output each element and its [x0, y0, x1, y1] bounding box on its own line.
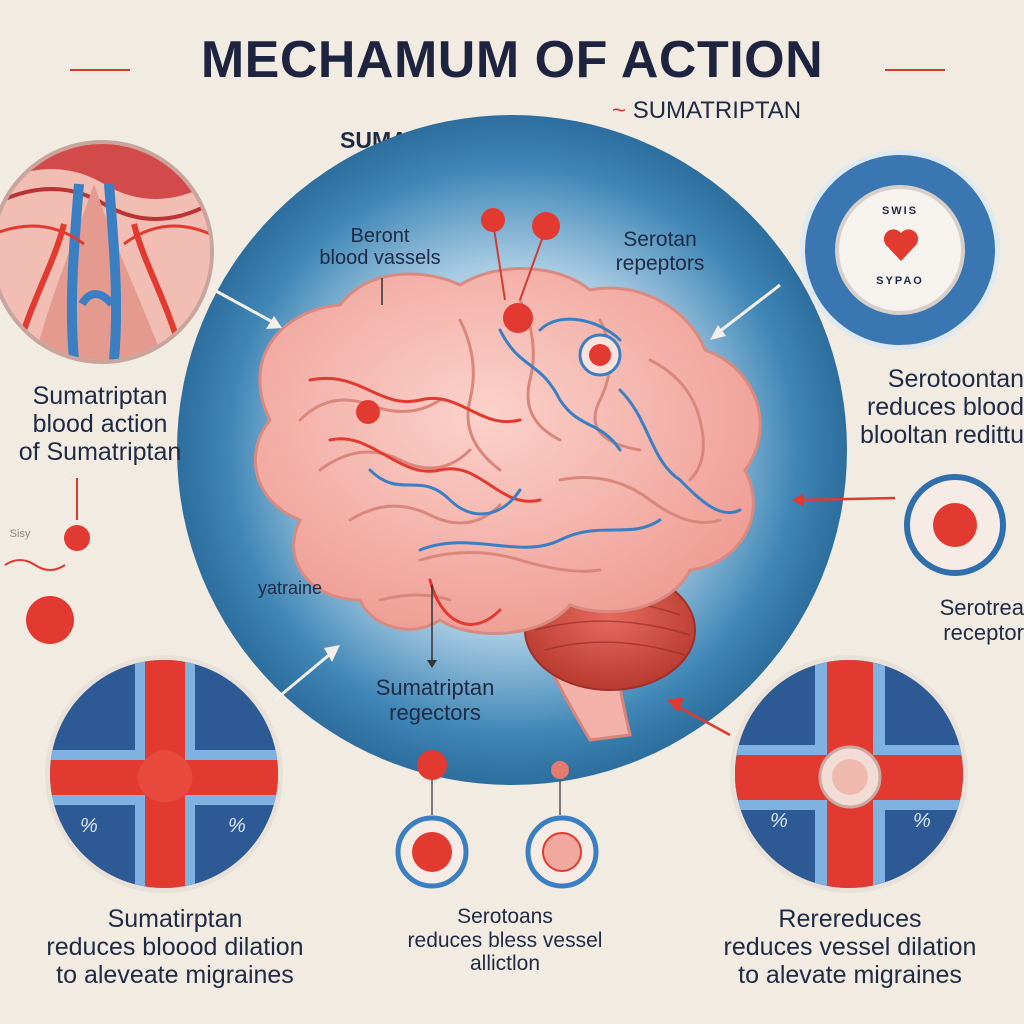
label-left-block: Sumatriptan blood action of Sumatriptan — [18, 382, 182, 466]
arrow-icon — [667, 697, 684, 712]
pin-dot-icon — [551, 761, 569, 779]
badge-bottom-text: SYPAO — [876, 275, 924, 287]
arrow-icon — [324, 645, 340, 662]
vessel-left-label-b: % — [228, 815, 246, 837]
label-right-block: Serotoontan reduces blood blooltan redit… — [859, 365, 1024, 449]
vessel-closeup-top-left — [0, 140, 214, 364]
pin-dot-icon — [417, 750, 447, 780]
pin-dot-icon — [481, 208, 505, 232]
receptor-dot-icon — [64, 525, 90, 551]
arrow-icon — [204, 283, 279, 327]
label-serotonin-receptors: Serotan repeptors — [615, 228, 705, 275]
label-serotrea-receptor: Serotrea receptor — [939, 596, 1024, 645]
subtitle-right: ~ SUMATRIPTAN — [612, 97, 801, 125]
vessel-right-label-a: % — [770, 810, 788, 832]
pill-badge: SWIS SYPAO — [835, 185, 965, 315]
vessel-right-label-b: % — [913, 810, 931, 832]
subtitle-right-text: SUMATRIPTAN — [632, 97, 802, 124]
label-migraine: yatraine — [257, 578, 323, 598]
pill-closeup-top-right: SWIS SYPAO — [800, 150, 1000, 350]
label-sumatriptan-receptors: Sumatriptan regectors — [375, 675, 495, 725]
receptor-dot-icon — [26, 596, 74, 644]
receptor-dot-icon — [356, 400, 380, 424]
brain-cerebrum — [253, 267, 762, 635]
caption-middle: Serotoans reduces bless vessel allictlon — [407, 905, 603, 976]
pin-dot-icon — [532, 212, 560, 240]
vessel-cross-bottom-left: % % — [45, 655, 283, 893]
subtitle-right-prefix: ~ — [612, 97, 627, 124]
receptor-dot-icon — [503, 303, 533, 333]
arrow-icon — [266, 316, 282, 329]
title-rule-right — [885, 69, 945, 71]
title-rule-left — [70, 69, 130, 71]
page-title: MECHAMUM OF ACTION — [200, 31, 824, 89]
caption-right: Rerereduces reduces vessel dilation to a… — [723, 905, 977, 989]
label-blood-vessels: Beront blood vassels — [319, 225, 441, 270]
heart-icon — [881, 225, 921, 265]
badge-top-text: SWIS — [881, 205, 919, 217]
arrow-icon — [710, 325, 726, 340]
vessel-cross-art — [735, 660, 963, 888]
vessel-left-label-a: % — [80, 815, 98, 837]
vessel-cross-art — [50, 660, 278, 888]
vessel-cross-bottom-right: % % — [730, 655, 968, 893]
caption-left: Sumatirptan reduces bloood dilation to a… — [46, 905, 304, 989]
arrow-icon — [792, 493, 804, 507]
label-left-small: Sisy — [9, 528, 31, 540]
vessel-closeup-art — [0, 144, 210, 360]
